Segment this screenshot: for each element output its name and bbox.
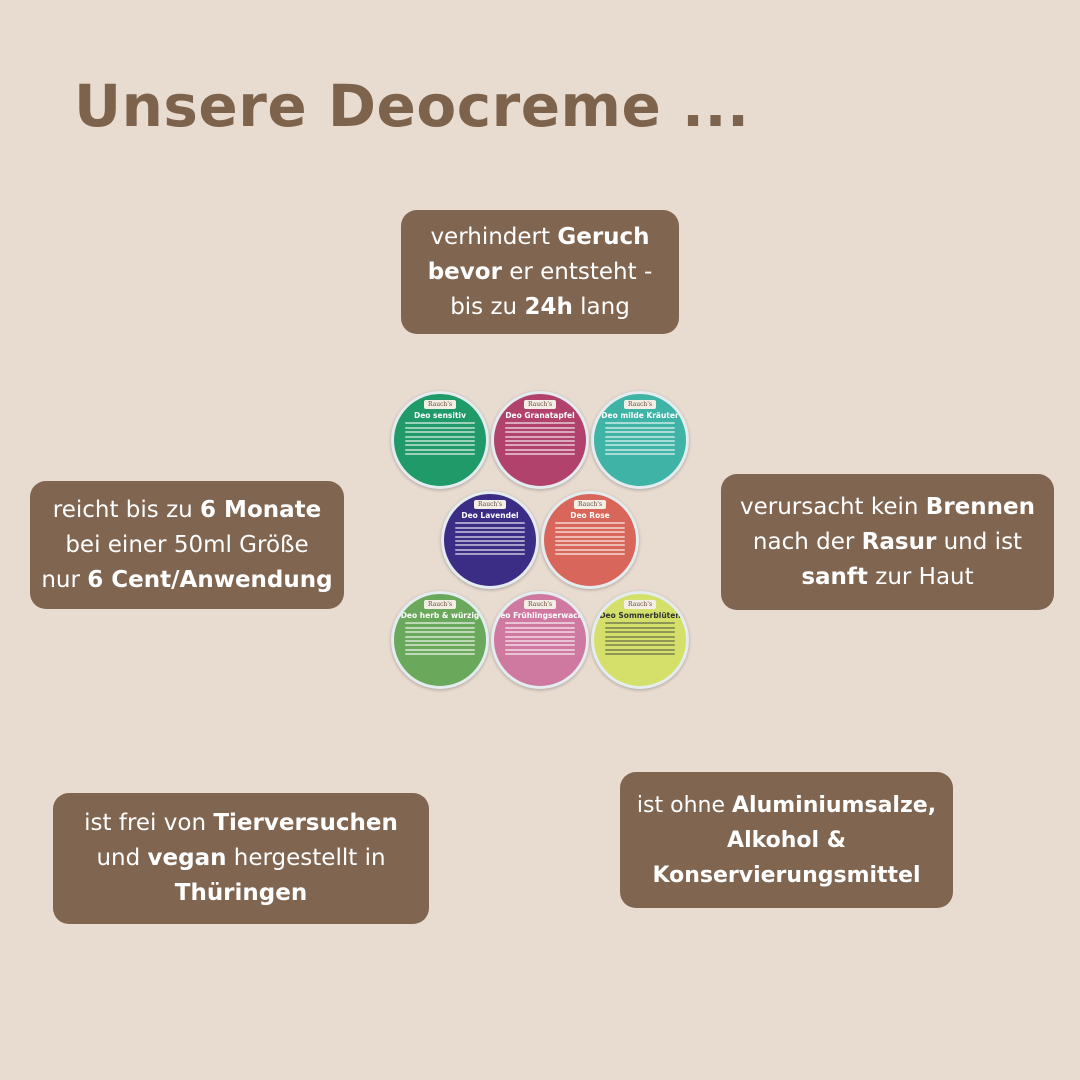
- text: er entsteht -: [501, 258, 653, 285]
- brand-label: Rauch's: [424, 600, 456, 609]
- text: ist frei von: [84, 810, 214, 836]
- feature-line: Thüringen: [175, 876, 307, 911]
- feature-line: verhindert Geruch: [430, 220, 649, 255]
- feature-line: nach der Rasur und ist: [753, 525, 1022, 560]
- deo-tin-sensitiv: Rauch's Deo sensitiv: [391, 391, 489, 489]
- feature-line: verursacht kein Brennen: [740, 490, 1035, 525]
- text-bold: Konservierungsmittel: [652, 862, 921, 888]
- feature-box-aluminium: ist ohne Aluminiumsalze, Alkohol & Konse…: [620, 772, 953, 908]
- feature-line: bis zu 24h lang: [450, 290, 630, 325]
- text: und: [96, 845, 148, 871]
- brand-label: Rauch's: [524, 400, 556, 409]
- tin-name: Deo sensitiv: [413, 411, 467, 420]
- text: hergestellt in: [226, 845, 386, 871]
- page-title: Unsere Deocreme ...: [74, 72, 750, 140]
- tin-name: Deo Lavendel: [461, 511, 519, 520]
- text: verursacht kein: [739, 493, 926, 520]
- feature-box-tierversuche: ist frei von Tierversuchen und vegan her…: [53, 793, 429, 924]
- deo-tins-image: Rauch's Deo sensitiv Rauch's Deo Granata…: [385, 385, 700, 695]
- text-bold: bevor: [427, 258, 502, 285]
- text: nur: [41, 566, 88, 593]
- feature-line: Alkohol &: [727, 823, 846, 858]
- text: zur Haut: [867, 563, 974, 590]
- text: verhindert: [430, 223, 558, 250]
- ingredient-lines: [505, 422, 575, 456]
- feature-line: reicht bis zu 6 Monate: [53, 493, 322, 528]
- brand-label: Rauch's: [624, 400, 656, 409]
- feature-line: sanft zur Haut: [801, 560, 973, 595]
- feature-line: Konservierungsmittel: [652, 858, 920, 893]
- deo-tin-lavendel: Rauch's Deo Lavendel: [441, 491, 539, 589]
- brand-label: Rauch's: [474, 500, 506, 509]
- text-bold: vegan: [147, 845, 227, 871]
- feature-line: bei einer 50ml Größe: [65, 528, 308, 563]
- text-bold: Alkohol &: [727, 827, 846, 853]
- feature-line: ist frei von Tierversuchen: [84, 806, 398, 841]
- deo-tin-sommerblueten: Rauch's Deo Sommerblüten: [591, 591, 689, 689]
- text-bold: Thüringen: [174, 880, 308, 906]
- deo-tin-granatapfel: Rauch's Deo Granatapfel: [491, 391, 589, 489]
- brand-label: Rauch's: [524, 600, 556, 609]
- text: ist ohne: [636, 792, 732, 818]
- ingredient-lines: [505, 622, 575, 656]
- text: bis zu: [450, 293, 525, 320]
- text-bold: Geruch: [557, 223, 650, 250]
- tin-name: Deo milde Kräuter: [601, 411, 679, 420]
- brand-label: Rauch's: [574, 500, 606, 509]
- ingredient-lines: [405, 422, 475, 456]
- text-bold: 6 Cent/Anwendung: [87, 566, 333, 593]
- tin-name: Deo Rose: [570, 511, 610, 520]
- ingredient-lines: [605, 422, 675, 456]
- text-bold: Tierversuchen: [213, 810, 398, 836]
- ingredient-lines: [455, 522, 525, 556]
- text: und ist: [936, 528, 1023, 555]
- text-bold: 6 Monate: [200, 496, 322, 523]
- deo-tin-milde-kraeuter: Rauch's Deo milde Kräuter: [591, 391, 689, 489]
- ingredient-lines: [405, 622, 475, 656]
- deo-tin-fruehlingserwachen: Rauch's Deo Frühlingserwachen: [491, 591, 589, 689]
- tin-name: Deo Granatapfel: [505, 411, 575, 420]
- text-bold: sanft: [801, 563, 868, 590]
- feature-line: und vegan hergestellt in: [96, 841, 385, 876]
- ingredient-lines: [605, 622, 675, 656]
- tin-name: Deo herb & würzig: [400, 611, 480, 620]
- text-bold: Brennen: [925, 493, 1035, 520]
- brand-label: Rauch's: [624, 600, 656, 609]
- text-bold: Rasur: [861, 528, 937, 555]
- text-bold: 24h: [524, 293, 573, 320]
- deo-tin-rose: Rauch's Deo Rose: [541, 491, 639, 589]
- text-bold: Aluminiumsalze,: [732, 792, 937, 818]
- feature-line: ist ohne Aluminiumsalze,: [637, 788, 936, 823]
- ingredient-lines: [555, 522, 625, 556]
- text: reicht bis zu: [52, 496, 201, 523]
- deo-tin-herb-wuerzig: Rauch's Deo herb & würzig: [391, 591, 489, 689]
- text: nach der: [752, 528, 862, 555]
- feature-box-monate: reicht bis zu 6 Monate bei einer 50ml Gr…: [30, 481, 344, 609]
- brand-label: Rauch's: [424, 400, 456, 409]
- feature-line: nur 6 Cent/Anwendung: [41, 563, 332, 598]
- feature-line: bevor er entsteht -: [428, 255, 653, 290]
- tin-name: Deo Sommerblüten: [599, 611, 681, 620]
- feature-box-brennen: verursacht kein Brennen nach der Rasur u…: [721, 474, 1054, 610]
- text: lang: [572, 293, 630, 320]
- tin-name: Deo Frühlingserwachen: [494, 611, 589, 620]
- feature-box-geruch: verhindert Geruch bevor er entsteht - bi…: [401, 210, 679, 334]
- text: bei einer 50ml Größe: [65, 531, 309, 558]
